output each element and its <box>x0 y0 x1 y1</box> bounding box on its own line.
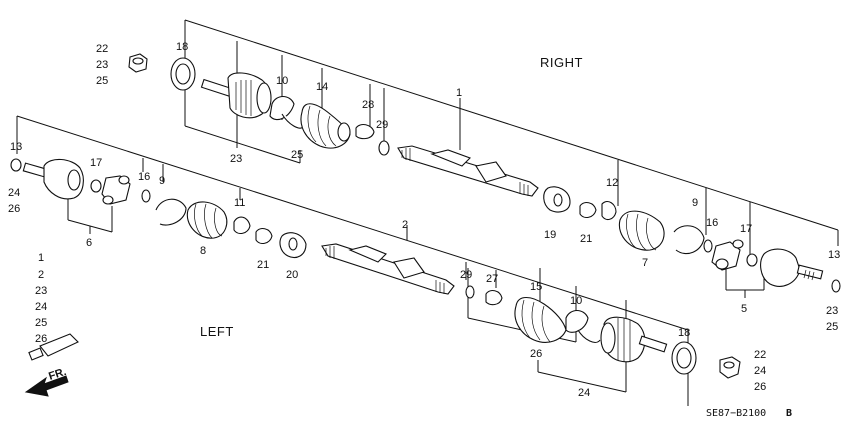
callout-22-left: 22 <box>754 349 766 361</box>
callout-27: 27 <box>486 273 498 285</box>
boot-clamp-10-right <box>269 95 305 129</box>
callout-14: 14 <box>316 81 328 93</box>
right-shaft-bracket <box>184 19 839 246</box>
callout-5: 5 <box>741 303 747 315</box>
fr-label: FR. <box>47 366 68 383</box>
callout-16-right: 16 <box>706 217 718 229</box>
boot-band-28 <box>355 123 375 140</box>
circlip-29-left <box>465 285 475 299</box>
right-label: RIGHT <box>540 55 583 70</box>
callout-28: 28 <box>362 99 374 111</box>
callout-24-left-nut: 24 <box>754 365 766 377</box>
callout-13-left: 13 <box>10 141 22 153</box>
callout-15: 15 <box>530 281 542 293</box>
band-21-left <box>255 227 273 245</box>
callout-17-right: 17 <box>740 223 752 235</box>
callout-9-left: 9 <box>159 175 165 187</box>
callout-23-right-end: 23 <box>826 305 838 317</box>
band-12 <box>601 201 617 221</box>
callout-24-left: 24 <box>578 387 590 399</box>
snap-ring-17-left <box>90 179 102 193</box>
callout-22-right: 22 <box>96 43 108 55</box>
tripod-joint-left <box>101 175 131 205</box>
applicable-parts-list: 1 2 23 24 25 26 <box>35 252 47 345</box>
circlip-29-right <box>378 140 390 156</box>
callout-12: 12 <box>606 177 618 189</box>
inboard-housing-left <box>22 158 84 200</box>
callout-26-left-end: 26 <box>8 203 20 215</box>
callout-29-left: 29 <box>460 269 472 281</box>
spindle-nut-left <box>719 356 741 379</box>
callout-25-right-nut: 25 <box>96 75 108 87</box>
band-21-right <box>579 201 597 219</box>
callout-18-left: 18 <box>678 327 690 339</box>
bracket-6 <box>67 196 113 234</box>
set-ring-13-left <box>10 158 22 172</box>
seal-ring-18-left <box>671 341 697 375</box>
callout-21-right: 21 <box>580 233 592 245</box>
outboard-joint-left <box>600 316 668 363</box>
legend-item: 1 <box>38 252 44 264</box>
callout-21-left: 21 <box>257 259 269 271</box>
ring-16-left <box>141 189 151 203</box>
grease-tube <box>28 333 79 361</box>
inboard-housing-right <box>760 248 824 287</box>
callout-10-right: 10 <box>276 75 288 87</box>
diagram-code: SE87−B2100 <box>706 408 766 419</box>
boot-band-27 <box>485 289 503 306</box>
callout-8: 8 <box>200 245 206 257</box>
callout-26-left: 26 <box>530 348 542 360</box>
boot-14 <box>300 103 351 149</box>
callout-23-right-nut: 23 <box>96 59 108 71</box>
legend-item: 25 <box>35 317 47 329</box>
callout-25-right-end: 25 <box>826 321 838 333</box>
callout-17-left: 17 <box>90 157 102 169</box>
callout-11: 11 <box>234 197 245 209</box>
legend-item: 2 <box>38 269 44 281</box>
callout-7: 7 <box>642 257 648 269</box>
callout-1: 1 <box>456 87 462 99</box>
callout-10-left: 10 <box>570 295 582 307</box>
seal-ring-18-right <box>170 57 196 91</box>
ring-16-right <box>703 239 713 253</box>
callout-13-right: 13 <box>828 249 840 261</box>
band-11 <box>233 216 251 235</box>
callout-25-right: 25 <box>291 149 303 161</box>
callout-2: 2 <box>402 219 408 231</box>
set-ring-13-right <box>831 279 841 293</box>
dynamic-damper-19 <box>543 186 571 213</box>
left-inner-leaders <box>142 158 497 288</box>
dynamic-damper-20 <box>279 232 307 259</box>
diagram-code-suffix: B <box>786 408 792 419</box>
boot-15 <box>514 296 567 343</box>
clamp-9-left <box>155 198 187 226</box>
callout-20: 20 <box>286 269 298 281</box>
callout-9-right: 9 <box>692 197 698 209</box>
right-inner-leaders <box>459 98 751 258</box>
left-label: LEFT <box>200 324 234 339</box>
snap-ring-17-right <box>746 253 758 267</box>
inboard-boot-7 <box>618 210 665 251</box>
callout-29-right: 29 <box>376 119 388 131</box>
drive-shaft-2 <box>321 243 455 295</box>
front-direction-arrow: FR. <box>24 366 69 397</box>
clamp-9-right <box>673 225 705 255</box>
legend-item: 26 <box>35 333 47 345</box>
callout-23-right: 23 <box>230 153 242 165</box>
inboard-boot-8 <box>186 201 228 239</box>
callout-24-left-end: 24 <box>8 187 20 199</box>
tripod-joint-right <box>711 239 744 271</box>
outboard-joint-right <box>200 72 272 119</box>
callout-6: 6 <box>86 237 92 249</box>
spindle-nut-right <box>128 53 148 73</box>
legend-item: 23 <box>35 285 47 297</box>
callout-18-right: 18 <box>176 41 188 53</box>
callout-16-left: 16 <box>138 171 150 183</box>
boot-clamp-10-left <box>565 309 601 343</box>
drive-shaft-1 <box>397 145 539 197</box>
callout-26-left-nut: 26 <box>754 381 766 393</box>
legend-item: 24 <box>35 301 47 313</box>
callout-19: 19 <box>544 229 556 241</box>
